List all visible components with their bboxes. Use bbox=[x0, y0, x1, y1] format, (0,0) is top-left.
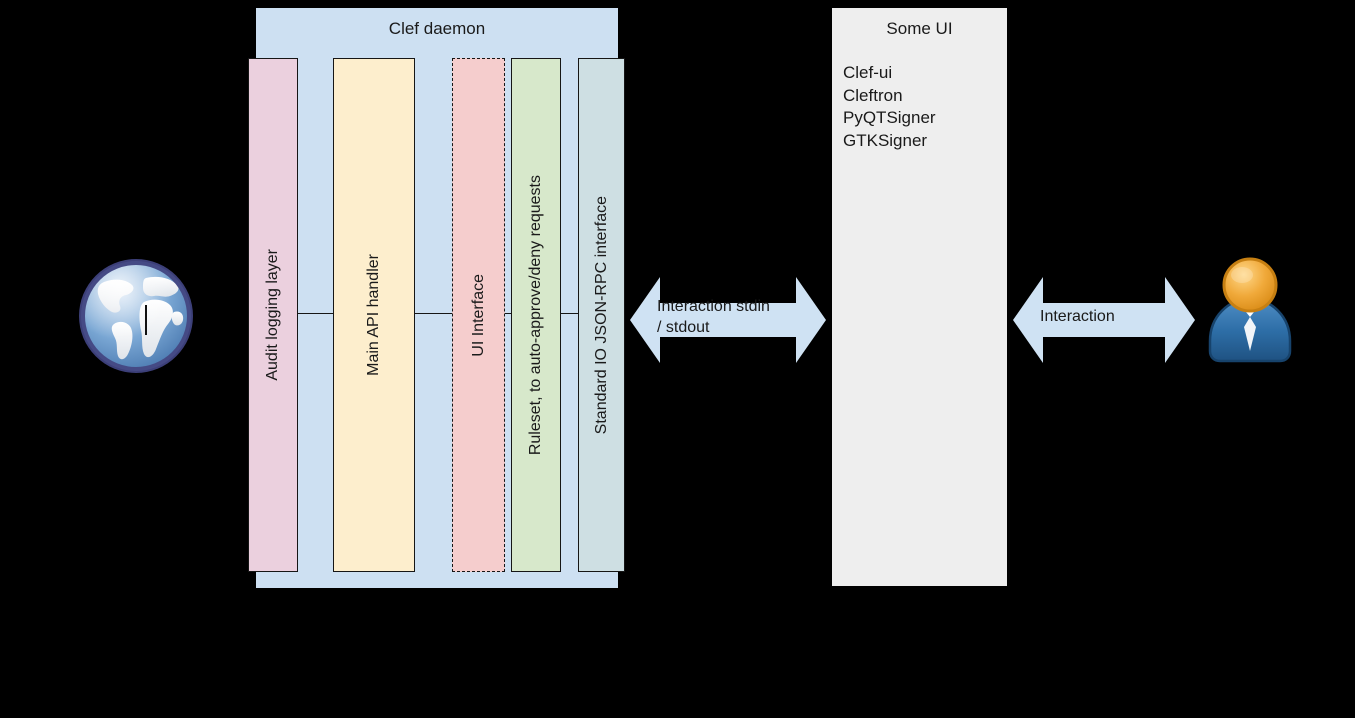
stdio-arrow-head-left bbox=[630, 277, 660, 363]
box-ruleset-label: Ruleset, to auto-approve/deny requests bbox=[527, 174, 544, 456]
some-ui-title: Some UI bbox=[886, 19, 953, 38]
box-audit-logging-layer-label: Audit logging layer bbox=[264, 249, 281, 381]
user-icon bbox=[1200, 255, 1300, 365]
clef-daemon-panel bbox=[256, 8, 618, 588]
interaction-arrow-body bbox=[1043, 303, 1165, 337]
box-main-api-handler-label: Main API handler bbox=[365, 254, 382, 376]
connector-line-api-ui bbox=[414, 313, 453, 315]
box-standard-io-jsonrpc-interface-label: Standard IO JSON-RPC interface bbox=[592, 195, 610, 435]
box-ui-interface-label: UI Interface bbox=[469, 273, 487, 357]
globe-icon bbox=[74, 254, 198, 378]
stdio-arrow-body bbox=[660, 303, 796, 337]
box-standard-io-jsonrpc-interface[interactable]: Standard IO JSON-RPC interface bbox=[578, 58, 625, 572]
list-item: GTKSigner bbox=[843, 130, 928, 150]
interaction-arrow-label: Interaction bbox=[1040, 308, 1115, 325]
box-ui-interface[interactable]: UI Interface bbox=[452, 58, 505, 572]
clef-daemon-title: Clef daemon bbox=[388, 19, 486, 38]
stdio-arrow-head-right bbox=[796, 277, 826, 363]
interaction-arrow-head-right bbox=[1165, 277, 1195, 363]
box-ruleset[interactable]: Ruleset, to auto-approve/deny requests bbox=[511, 58, 561, 572]
list-item: Clef-ui bbox=[843, 63, 893, 82]
connector-line-audit-api bbox=[298, 313, 334, 315]
stdio-arrow-label: Interaction stdin / stdout bbox=[657, 298, 770, 336]
box-main-api-handler[interactable]: Main API handler bbox=[333, 58, 415, 572]
list-item: Cleftron bbox=[843, 85, 903, 105]
list-item: PyQTSigner bbox=[843, 108, 936, 127]
some-ui-list: Clef-ui Cleftron PyQTSigner GTKSigner bbox=[843, 62, 1003, 152]
box-audit-logging-layer[interactable]: Audit logging layer bbox=[248, 58, 298, 572]
some-ui-panel bbox=[832, 8, 1007, 586]
interaction-arrow-head-left bbox=[1013, 277, 1043, 363]
